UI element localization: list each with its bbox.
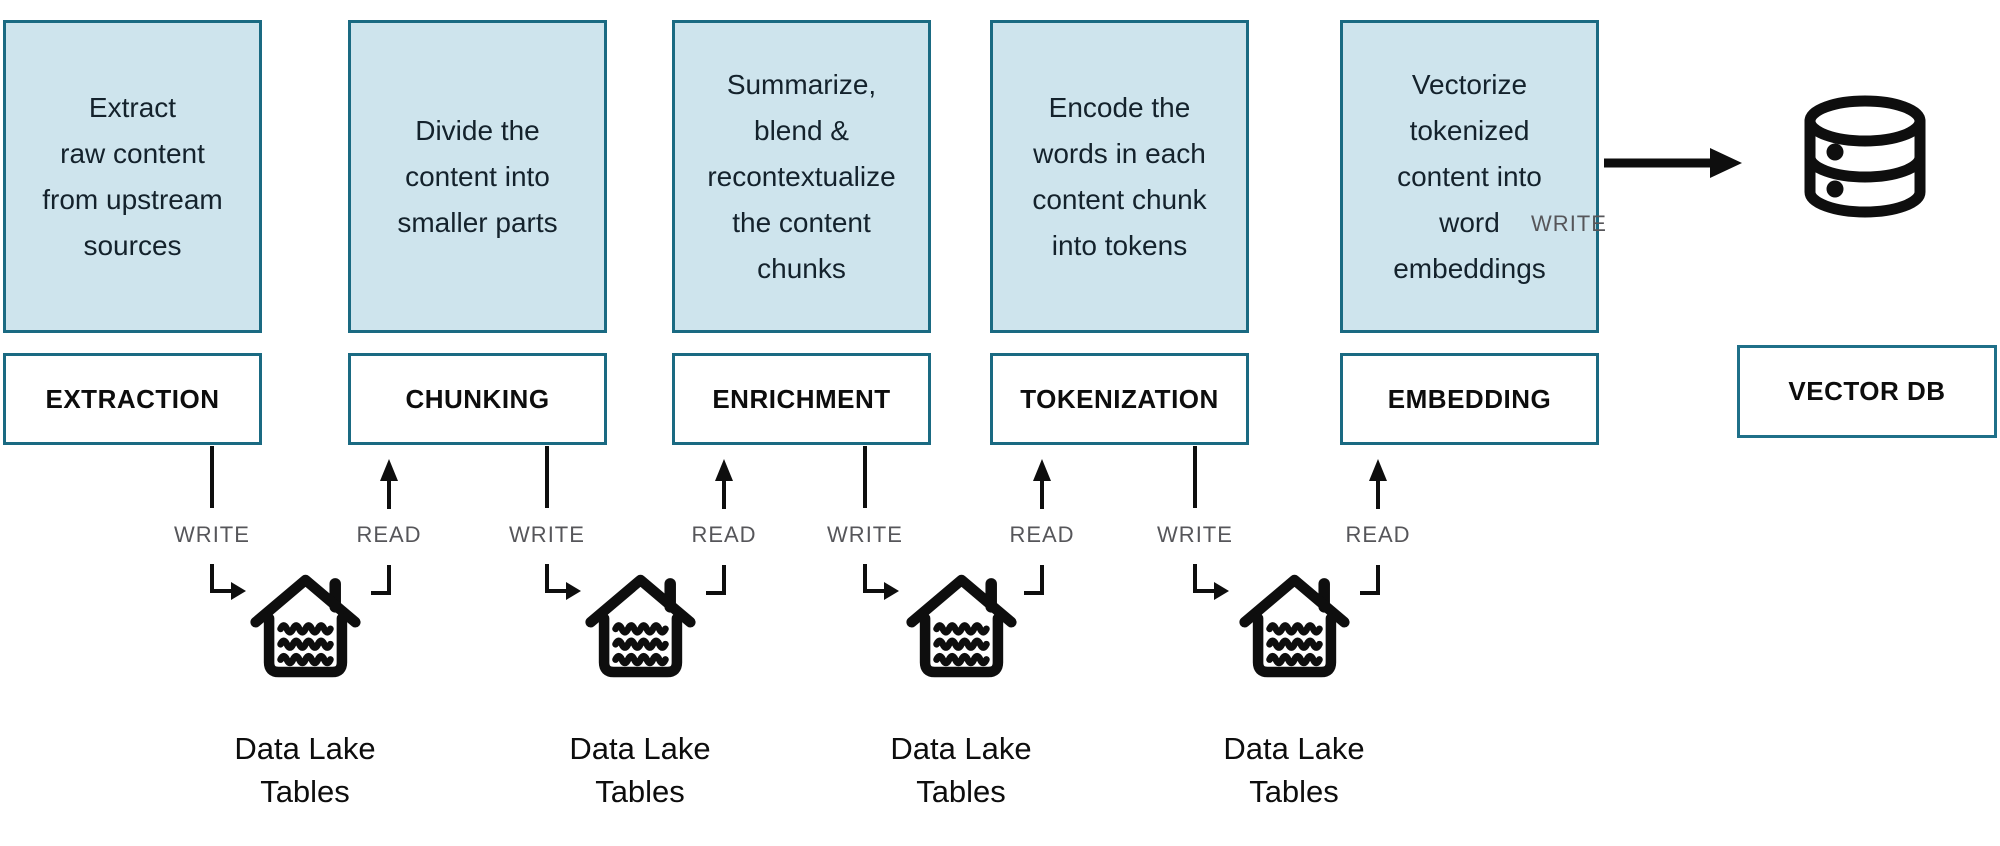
lakehouse-caption: Data Lake Tables: [569, 731, 711, 809]
connector-elbow: [1024, 565, 1044, 595]
lakehouse-caption: Data Lake Tables: [890, 731, 1032, 809]
stage-name-box: ENRICHMENT: [672, 353, 931, 445]
arrow-right-icon: [1710, 148, 1742, 178]
stage-description: Vectorize tokenized content into word em…: [1393, 68, 1546, 284]
house-roof: [906, 574, 1017, 628]
database-top: [1804, 95, 1926, 147]
house-body: [598, 613, 683, 678]
lakehouse-caption: Data Lake Tables: [1223, 731, 1365, 809]
lakehouse-icon-2: [585, 574, 696, 678]
stage-name-box: TOKENIZATION: [990, 353, 1249, 445]
read-label: READ: [1345, 522, 1411, 547]
arrow-up-icon: [380, 459, 398, 481]
water-waves: [277, 622, 334, 667]
lakehouse-caption: Data Lake Tables: [234, 731, 376, 809]
stage-name-label: EMBEDDING: [1387, 383, 1552, 414]
stage-name-label: CHUNKING: [405, 383, 550, 414]
stage-name-label: ENRICHMENT: [712, 383, 891, 414]
water-waves: [1266, 622, 1323, 667]
stage-description-box: Vectorize tokenized content into word em…: [1340, 20, 1599, 333]
stage-description-box: Encode the words in each content chunk i…: [990, 20, 1249, 333]
stage-chunking: Divide the content into smaller parts CH…: [348, 0, 607, 846]
stage-name-label: TOKENIZATION: [1020, 383, 1219, 414]
stage-embedding: Vectorize tokenized content into word em…: [1340, 0, 1599, 846]
stage-description-box: Divide the content into smaller parts: [348, 20, 607, 333]
connector-elbow: [1193, 564, 1214, 593]
lakehouse-icon-4: [1239, 574, 1350, 678]
write-label: WRITE: [827, 522, 903, 547]
house-roof: [250, 574, 361, 628]
write-label: WRITE: [1157, 522, 1233, 547]
read-label: READ: [356, 522, 422, 547]
database-divider: [1804, 151, 1926, 183]
database-body: [1804, 115, 1926, 218]
house-roof: [585, 574, 696, 628]
stage-name-label: EXTRACTION: [45, 383, 220, 414]
write-label: WRITE: [509, 522, 585, 547]
arrow-up-icon: [1033, 459, 1051, 481]
water-waves: [612, 622, 669, 667]
stage-name-box: CHUNKING: [348, 353, 607, 445]
stage-description: Divide the content into smaller parts: [397, 114, 558, 238]
stage-description: Summarize, blend & recontextualize the c…: [707, 68, 896, 284]
database-icon: [1804, 95, 1926, 218]
stage-name-box: EMBEDDING: [1340, 353, 1599, 445]
water-waves: [933, 622, 990, 667]
vector-db-box: VECTOR DB: [1737, 345, 1997, 438]
connector-elbow: [210, 564, 231, 593]
connector-elbow: [545, 564, 566, 593]
write-label: WRITE: [174, 522, 250, 547]
house-body: [919, 613, 1004, 678]
read-label: READ: [1009, 522, 1075, 547]
arrow-right-icon: [566, 582, 581, 600]
stage-tokenization: Encode the words in each content chunk i…: [990, 0, 1249, 846]
database-dot: [1826, 143, 1844, 161]
house-body: [1252, 613, 1337, 678]
read-label: READ: [691, 522, 757, 547]
stage-description: Extract raw content from upstream source…: [42, 91, 223, 261]
vector-db-label: VECTOR DB: [1788, 376, 1946, 406]
arrow-right-icon: [884, 582, 899, 600]
embedding-to-vectordb-arrow: [1604, 148, 1742, 178]
lakehouse-icon-3: [906, 574, 1017, 678]
stage-name-box: EXTRACTION: [3, 353, 262, 445]
house-roof: [1239, 574, 1350, 628]
stage-extraction: Extract raw content from upstream source…: [3, 0, 262, 846]
connector-elbow: [706, 565, 726, 595]
arrow-up-icon: [1369, 459, 1387, 481]
stage-description: Encode the words in each content chunk i…: [1032, 91, 1207, 261]
database-dot: [1826, 180, 1844, 198]
stage-description-box: Summarize, blend & recontextualize the c…: [672, 20, 931, 333]
house-body: [263, 613, 348, 678]
arrow-right-icon: [231, 582, 246, 600]
arrow-up-icon: [715, 459, 733, 481]
arrow-right-icon: [1214, 582, 1229, 600]
connector-elbow: [863, 564, 884, 593]
vectordb-write-label: WRITE: [1531, 211, 1607, 236]
connector-elbow: [1360, 565, 1380, 595]
stage-description-box: Extract raw content from upstream source…: [3, 20, 262, 333]
stage-enrichment: Summarize, blend & recontextualize the c…: [672, 0, 931, 846]
connector-elbow: [371, 565, 391, 595]
lakehouse-icon-1: [250, 574, 361, 678]
